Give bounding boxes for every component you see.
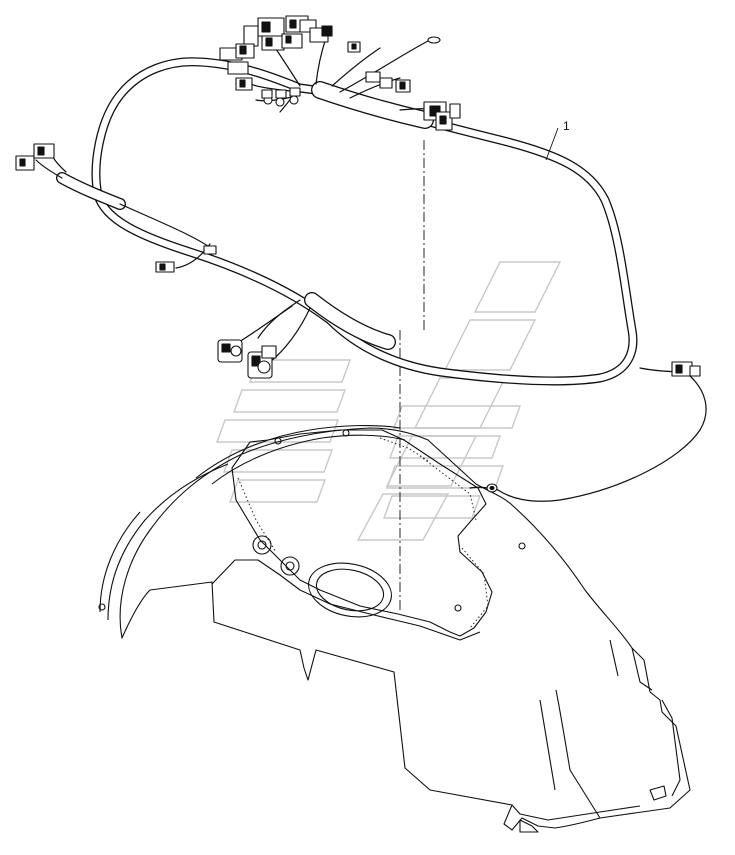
paint-speckle-texture	[237, 437, 489, 629]
round-connectors-lower-left	[217, 339, 277, 379]
harness-grommet-fender	[486, 483, 498, 493]
grommet-left	[252, 535, 272, 555]
relay-block-top	[243, 15, 361, 53]
ring-terminals-top	[261, 87, 301, 107]
fender-outer-contour	[119, 427, 691, 831]
fender-panel	[98, 424, 691, 833]
center-line	[399, 140, 425, 610]
connector-top-right	[365, 36, 441, 93]
fender-recess	[231, 429, 493, 637]
callout-label-1: 1	[563, 119, 570, 133]
grommet-right	[280, 556, 300, 576]
connector-far-left	[15, 143, 55, 171]
connector-sleeve-mid	[423, 101, 461, 131]
diagonal-stripe-logo-watermark	[216, 261, 562, 541]
fender-inner-arch	[107, 463, 229, 621]
connector-small-left	[155, 245, 217, 273]
connector-right	[671, 361, 701, 377]
fender-top-rim	[195, 424, 401, 479]
connectors	[15, 15, 701, 493]
oval-opening	[308, 562, 392, 618]
callout-leader	[545, 127, 559, 161]
wiring-harness	[35, 37, 707, 502]
connector-left-cluster	[219, 43, 255, 91]
